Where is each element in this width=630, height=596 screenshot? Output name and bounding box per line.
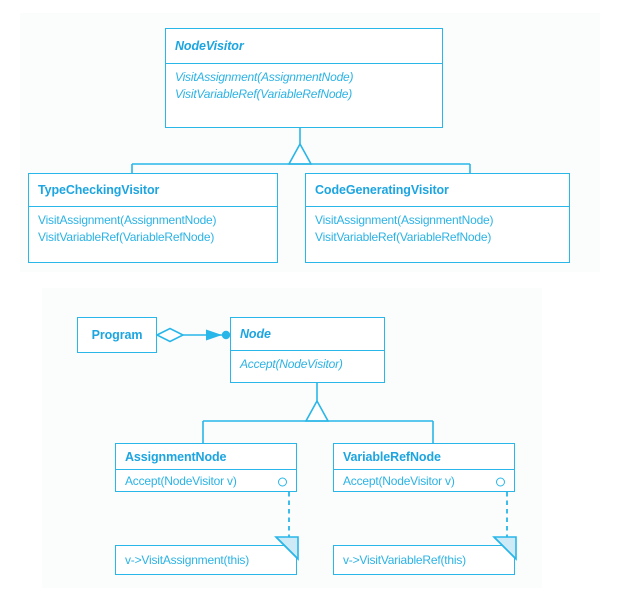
operation-row: Accept(NodeVisitor) xyxy=(240,357,343,371)
generalization-nodevisitor xyxy=(131,128,471,173)
aggregation-program-node xyxy=(155,327,231,343)
operation-row: VisitAssignment(AssignmentNode) xyxy=(38,213,217,227)
class-name-node: Node xyxy=(240,327,271,341)
class-operations-variablerefnode: Accept(NodeVisitor v) xyxy=(334,469,514,493)
class-operations-nodevisitor: VisitAssignment(AssignmentNode) VisitVar… xyxy=(166,63,442,129)
note-text: v->VisitVariableRef(this) xyxy=(343,553,466,567)
class-box-typecheckingvisitor[interactable]: TypeCheckingVisitor VisitAssignment(Assi… xyxy=(28,173,278,263)
note-fold-icon xyxy=(273,536,299,561)
note-anchor-icon xyxy=(496,477,505,486)
note-anchor-icon xyxy=(278,477,287,486)
class-name-nodevisitor: NodeVisitor xyxy=(175,39,244,53)
operation-row: VisitAssignment(AssignmentNode) xyxy=(315,213,494,227)
note-box-variableref[interactable]: v->VisitVariableRef(this) xyxy=(333,536,517,575)
class-box-node[interactable]: Node Accept(NodeVisitor) xyxy=(230,317,385,383)
class-operations-codegeneratingvisitor: VisitAssignment(AssignmentNode) VisitVar… xyxy=(306,206,569,264)
class-box-assignmentnode[interactable]: AssignmentNode Accept(NodeVisitor v) xyxy=(115,443,297,492)
class-name-program: Program xyxy=(91,328,143,342)
class-operations-node: Accept(NodeVisitor) xyxy=(231,350,384,384)
class-box-nodevisitor[interactable]: NodeVisitor VisitAssignment(AssignmentNo… xyxy=(165,28,443,128)
class-box-variablerefnode[interactable]: VariableRefNode Accept(NodeVisitor v) xyxy=(333,443,515,492)
operation-row: Accept(NodeVisitor v) xyxy=(125,474,237,488)
class-name-variablerefnode: VariableRefNode xyxy=(343,449,441,464)
note-fold-icon xyxy=(491,536,517,561)
note-box-assignment[interactable]: v->VisitAssignment(this) xyxy=(115,536,299,575)
operation-row: Accept(NodeVisitor v) xyxy=(343,474,455,488)
class-box-program[interactable]: Program xyxy=(77,317,157,353)
class-name-codegeneratingvisitor: CodeGeneratingVisitor xyxy=(315,183,449,197)
class-box-codegeneratingvisitor[interactable]: CodeGeneratingVisitor VisitAssignment(As… xyxy=(305,173,570,263)
operation-row: VisitVariableRef(VariableRefNode) xyxy=(38,229,215,244)
operation-row: VisitAssignment(AssignmentNode) xyxy=(175,70,354,84)
class-operations-typecheckingvisitor: VisitAssignment(AssignmentNode) VisitVar… xyxy=(29,206,277,264)
note-text: v->VisitAssignment(this) xyxy=(125,553,250,567)
class-operations-assignmentnode: Accept(NodeVisitor v) xyxy=(116,469,296,493)
class-name-assignmentnode: AssignmentNode xyxy=(125,449,227,464)
generalization-node xyxy=(202,383,434,443)
operation-row: VisitVariableRef(VariableRefNode) xyxy=(175,86,353,101)
class-name-typecheckingvisitor: TypeCheckingVisitor xyxy=(38,183,160,197)
operation-row: VisitVariableRef(VariableRefNode) xyxy=(315,229,492,244)
